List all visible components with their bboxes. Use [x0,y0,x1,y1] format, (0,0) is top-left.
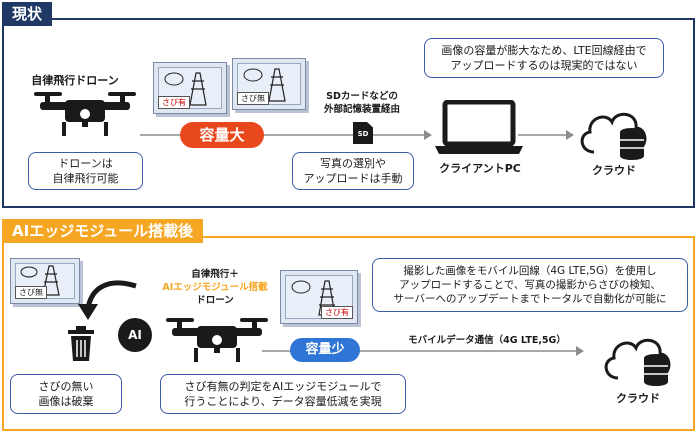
curved-arrow-icon [78,280,137,320]
drone-icon-bottom [166,318,268,362]
ai-badge-label: AI [128,328,142,342]
photo-tag-rust-bottom: さび有 [321,306,353,319]
photo-rust: さび有 [153,62,227,114]
cloud-label-bottom: クラウド [616,392,660,405]
lte-note: 画像の容量が膨大なため、LTE回線経由で アップロードするのは現実的ではない [424,38,664,78]
photo-tag-norust-bottom: さび無 [15,286,47,299]
drone-label-bottom-1: 自律飛行＋ [191,269,239,280]
photo-tag-norust: さび無 [237,92,269,105]
photo-norust-bottom: さび無 [10,258,80,304]
drone-note: ドローンは 自律飛行可能 [28,152,143,190]
auto-note: 撮影した画像をモバイル回線（4G LTE,5G）を使用し アップロードすることで… [372,258,688,312]
transmission-tower-icon [20,265,60,296]
photo-rust-bottom: さび有 [280,270,358,324]
photo-tag-rust: さび有 [158,96,190,109]
panel-after [2,236,695,431]
header-current: 現状 [2,2,53,26]
transmission-tower-icon [243,68,286,102]
cloud-label-top: クラウド [592,164,636,177]
sd-label: SDカードなどの 外部記憶装置経由 [323,91,400,115]
drone-label-bottom-2: AIエッジモジュール搭載 [162,282,268,293]
discard-note: さびの無い 画像は破棄 [10,374,122,414]
capacity-large-badge: 容量大 [180,122,264,148]
drone-label-bottom: 自律飛行＋ AIエッジモジュール搭載 ドローン [150,268,280,307]
mobile-label: モバイルデータ通信（4G LTE,5G） [408,335,566,346]
sd-card-icon: SD [353,122,373,144]
header-after: AIエッジモジュール搭載後 [2,219,204,243]
transmission-tower-icon [164,72,207,106]
cloud-database-icon [580,112,647,160]
laptop-icon [435,100,523,154]
panel-current [2,18,695,208]
pc-label: クライアントPC [439,162,521,175]
judge-note: さび有無の判定をAIエッジモジュールで 行うことにより、データ容量低減を実現 [160,374,406,414]
drone-icon [34,92,136,136]
manual-note: 写真の選別や アップロードは手動 [292,152,414,190]
drone-label: 自律飛行ドローン [31,74,119,87]
ai-head-icon: AI [118,318,152,352]
capacity-small-badge: 容量少 [290,338,360,362]
photo-norust: さび無 [232,58,306,110]
trash-icon [68,326,94,361]
cloud-database-icon-bottom [604,338,671,386]
drone-label-bottom-3: ドローン [196,295,234,306]
